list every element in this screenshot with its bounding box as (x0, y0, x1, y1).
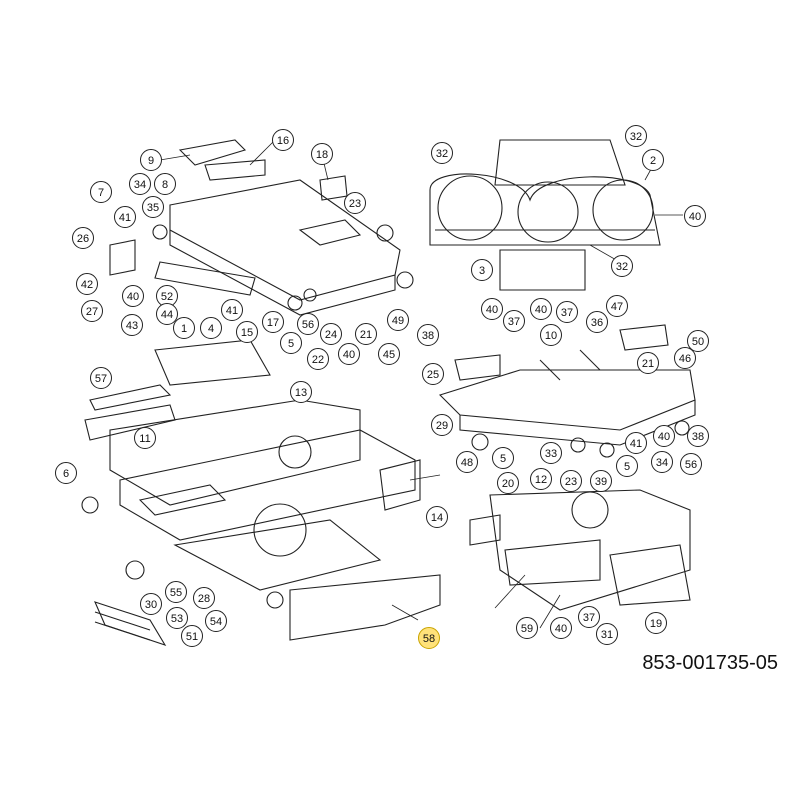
callout[interactable]: 34 (651, 451, 673, 473)
callout[interactable]: 26 (72, 227, 94, 249)
callout[interactable]: 44 (156, 303, 178, 325)
callout[interactable]: 40 (550, 617, 572, 639)
callout[interactable]: 53 (166, 607, 188, 629)
callout[interactable]: 17 (262, 311, 284, 333)
callout[interactable]: 37 (556, 301, 578, 323)
callout[interactable]: 35 (142, 196, 164, 218)
callout[interactable]: 39 (590, 470, 612, 492)
callout[interactable]: 5 (280, 332, 302, 354)
callout[interactable]: 14 (426, 506, 448, 528)
callout[interactable]: 41 (625, 432, 647, 454)
callout[interactable]: 56 (297, 313, 319, 335)
callout[interactable]: 28 (193, 587, 215, 609)
callout[interactable]: 18 (311, 143, 333, 165)
callout[interactable]: 38 (417, 324, 439, 346)
middle-right-deck (438, 324, 696, 458)
callout[interactable]: 55 (165, 581, 187, 603)
callout[interactable]: 1 (173, 317, 195, 339)
callout[interactable]: 32 (625, 125, 647, 147)
upper-left-deck (109, 139, 414, 316)
callout[interactable]: 33 (540, 442, 562, 464)
callout[interactable]: 57 (90, 367, 112, 389)
document-number: 853-001735-05 (642, 652, 778, 674)
callout[interactable]: 9 (140, 149, 162, 171)
callout[interactable]: 25 (422, 363, 444, 385)
callout[interactable]: 41 (114, 206, 136, 228)
callout[interactable]: 43 (121, 314, 143, 336)
callout[interactable]: 15 (236, 321, 258, 343)
callout[interactable]: 3 (471, 259, 493, 281)
callout[interactable]: 4 (200, 317, 222, 339)
callout[interactable]: 46 (674, 347, 696, 369)
callout[interactable]: 11 (134, 427, 156, 449)
callout[interactable]: 49 (387, 309, 409, 331)
callout[interactable]: 40 (653, 425, 675, 447)
callout[interactable]: 19 (645, 612, 667, 634)
callout[interactable]: 5 (492, 447, 514, 469)
callout[interactable]: 40 (684, 205, 706, 227)
callout[interactable]: 36 (586, 311, 608, 333)
main-frame (81, 339, 441, 646)
callout[interactable]: 5 (616, 455, 638, 477)
callout[interactable]: 7 (90, 181, 112, 203)
callout[interactable]: 40 (122, 285, 144, 307)
callout[interactable]: 56 (680, 453, 702, 475)
callout[interactable]: 12 (530, 468, 552, 490)
callout[interactable]: 21 (637, 352, 659, 374)
callout[interactable]: 21 (355, 323, 377, 345)
callout[interactable]: 32 (611, 255, 633, 277)
callout[interactable]: 30 (140, 593, 162, 615)
callout[interactable]: 37 (503, 310, 525, 332)
callout[interactable]: 40 (481, 298, 503, 320)
callout-highlighted[interactable]: 58 (418, 627, 440, 649)
callout[interactable]: 41 (221, 299, 243, 321)
upper-right-deck (429, 139, 661, 291)
callout[interactable]: 51 (181, 625, 203, 647)
callout[interactable]: 2 (642, 149, 664, 171)
callout[interactable]: 6 (55, 462, 77, 484)
callout[interactable]: 22 (307, 348, 329, 370)
leader-lines (159, 139, 683, 629)
callout[interactable]: 31 (596, 623, 618, 645)
callout[interactable]: 50 (687, 330, 709, 352)
lower-right-assembly (469, 489, 691, 611)
callout[interactable]: 52 (156, 285, 178, 307)
callout[interactable]: 38 (687, 425, 709, 447)
callout[interactable]: 48 (456, 451, 478, 473)
callout[interactable]: 54 (205, 610, 227, 632)
callout[interactable]: 20 (497, 472, 519, 494)
callout[interactable]: 34 (129, 173, 151, 195)
callout[interactable]: 10 (540, 324, 562, 346)
callout[interactable]: 27 (81, 300, 103, 322)
callout[interactable]: 40 (338, 343, 360, 365)
callout[interactable]: 8 (154, 173, 176, 195)
callout[interactable]: 42 (76, 273, 98, 295)
callout[interactable]: 37 (578, 606, 600, 628)
callout[interactable]: 45 (378, 343, 400, 365)
callout[interactable]: 23 (560, 470, 582, 492)
callout[interactable]: 24 (320, 323, 342, 345)
callout[interactable]: 47 (606, 295, 628, 317)
callout[interactable]: 23 (344, 192, 366, 214)
callout[interactable]: 13 (290, 381, 312, 403)
callout[interactable]: 59 (516, 617, 538, 639)
callout[interactable]: 40 (530, 298, 552, 320)
callout[interactable]: 29 (431, 414, 453, 436)
callout[interactable]: 32 (431, 142, 453, 164)
callout[interactable]: 16 (272, 129, 294, 151)
